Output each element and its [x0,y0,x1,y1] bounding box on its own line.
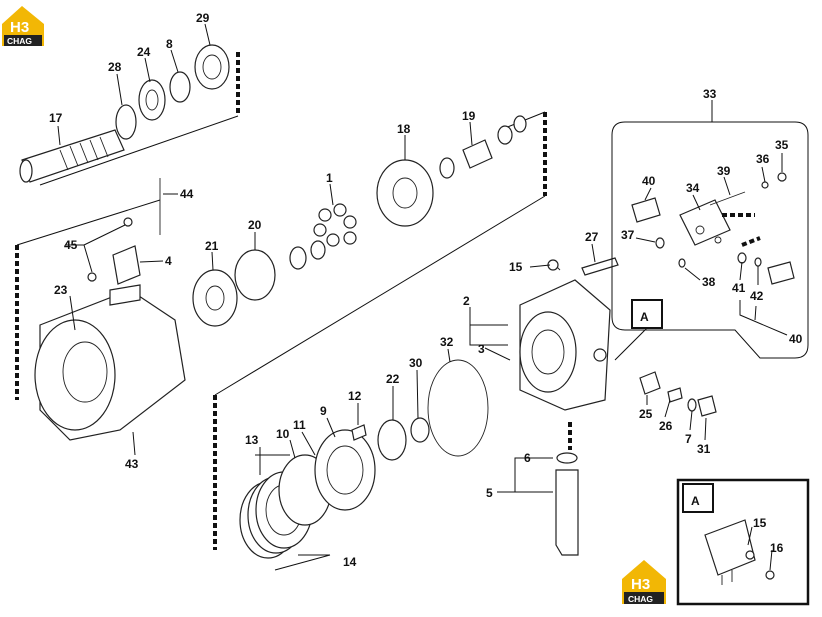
label-5: 5 [486,486,493,500]
spring-19 [462,139,493,169]
label-22: 22 [386,372,400,386]
label-2: 2 [463,294,470,308]
brand-logo-bottom: H3 CHAG [622,560,666,604]
label-44: 44 [180,187,194,201]
ring-8 [169,71,191,103]
label-40b: 40 [789,332,803,346]
label-40: 40 [642,174,656,188]
thrust-plate-21 [192,269,238,327]
label-30: 30 [409,356,423,370]
label-41: 41 [732,281,746,295]
spring-12 [351,424,367,441]
label-26: 26 [659,419,673,433]
label-4: 4 [165,254,172,268]
part-number-labels: 17 28 24 8 29 44 45 4 23 21 20 1 18 19 4… [49,11,803,569]
label-29: 29 [196,11,210,25]
label-16: 16 [770,541,784,555]
valve-block-34 [679,199,731,246]
shaft-5 [555,469,579,556]
label-37: 37 [621,228,635,242]
logo-subtext: CHAG [628,594,653,604]
label-28: 28 [108,60,122,74]
detail-box-33 [611,121,809,359]
bolt-27 [581,257,619,276]
fitting-40 [631,197,661,223]
spring-26 [667,387,683,403]
label-6: 6 [524,451,531,465]
bearing-29 [194,44,230,90]
label-9: 9 [320,404,327,418]
label-34: 34 [686,181,700,195]
label-7: 7 [685,432,692,446]
label-36: 36 [756,152,770,166]
fitting-42 [767,261,795,285]
label-15b: 15 [753,516,767,530]
label-35: 35 [775,138,789,152]
seal-24 [138,79,166,121]
block-4 [112,245,141,285]
label-31: 31 [697,442,711,456]
label-33: 33 [703,87,717,101]
label-43: 43 [125,457,139,471]
plug-31 [697,395,717,417]
bolt-39 [709,191,746,206]
rear-cover-2 [519,279,611,411]
frame-lines [16,111,546,396]
logo-subtext: CHAG [7,36,32,46]
label-11: 11 [293,418,306,432]
snap-ring-28 [115,104,137,140]
label-3: 3 [478,342,485,356]
label-21: 21 [205,239,219,253]
inset-letter-box [682,483,714,513]
pistons-1 [313,203,357,247]
shaft-17 [19,129,125,183]
o-ring-32 [427,359,489,457]
label-10: 10 [276,427,290,441]
label-38: 38 [702,275,716,289]
leader-lines [57,23,788,571]
logo-text: H3 [631,576,650,593]
sleeve-25 [639,371,661,395]
label-19: 19 [462,109,476,123]
label-8: 8 [166,37,173,51]
label-12: 12 [348,389,362,403]
label-25: 25 [639,407,653,421]
cylinder-drum-18 [376,159,434,227]
brake-piston-9 [314,429,376,511]
label-45: 45 [64,238,78,252]
bearing-30 [410,417,430,443]
callout-a-letter: A [640,310,649,324]
label-24: 24 [137,45,151,59]
housing-23 [34,284,186,441]
plate-20 [234,249,276,301]
label-14: 14 [343,555,357,569]
label-20: 20 [248,218,262,232]
label-17: 17 [49,111,63,125]
label-13: 13 [245,433,259,447]
label-23: 23 [54,283,68,297]
brand-logo-top: H3 CHAG [2,6,44,46]
logo-text: H3 [10,19,29,36]
plate-22 [377,419,407,461]
washer-45 [87,272,97,282]
o-ring-6 [556,452,578,464]
inset-letter: A [691,494,700,508]
label-39: 39 [717,164,731,178]
label-32: 32 [440,335,454,349]
label-18: 18 [397,122,411,136]
label-1: 1 [326,171,333,185]
label-27: 27 [585,230,599,244]
bolt-35 [777,172,787,182]
label-42: 42 [750,289,764,303]
inset-cover [704,519,756,576]
label-15: 15 [509,260,523,274]
